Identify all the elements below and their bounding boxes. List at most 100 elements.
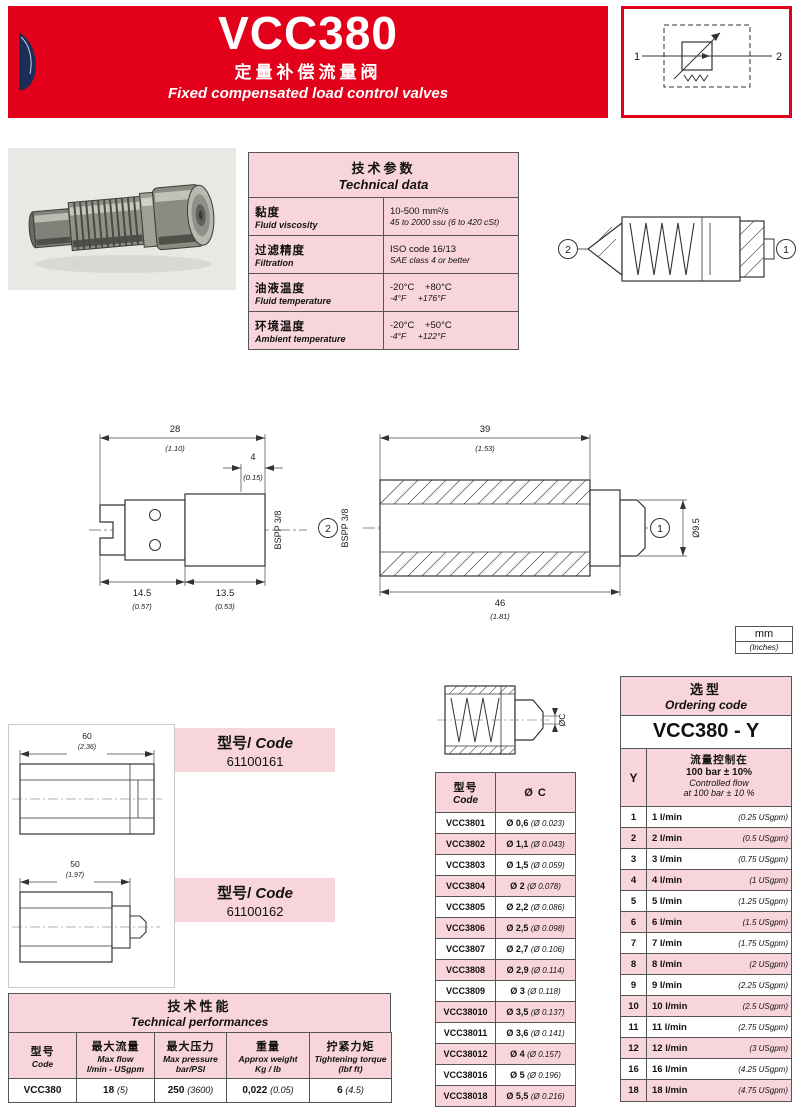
ordering-row-flow: 6 l/min: [652, 916, 683, 928]
code-box-2-number: 61100162: [226, 904, 284, 919]
technical-data-row-label: 环境温度 Ambient temperature: [248, 311, 384, 350]
ordering-row-flow: 2 l/min: [652, 832, 683, 844]
code-table-row-code: VCC38010: [435, 1001, 496, 1023]
ordering-row-usgpm: (0.25 USgpm): [738, 812, 788, 822]
ordering-row-usgpm: (2.75 USgpm): [738, 1022, 788, 1032]
code-box-1-label: 型号/ Code: [217, 735, 293, 752]
ordering-row: 16 16 l/min (4.25 USgpm): [621, 1059, 791, 1080]
code-table-row-diameter: Ø 5,5 (Ø 0.216): [495, 1085, 576, 1107]
hydraulic-symbol-box: 1 2: [621, 6, 792, 118]
dim-diameter-label: Ø9.5: [691, 518, 701, 538]
ordering-row-usgpm: (0.5 USgpm): [742, 833, 788, 843]
ordering-row: 10 10 l/min (2.5 USgpm): [621, 996, 791, 1017]
code-table-row-diameter: Ø 2 (Ø 0.078): [495, 875, 576, 897]
brand-logo: [19, 32, 36, 91]
sleeve-drawing-1: 60 (2.36): [12, 731, 162, 835]
perf-col-torque: 拧紧力矩 Tightening torque (lbf ft): [309, 1032, 392, 1079]
ordering-row-flow: 4 l/min: [652, 874, 683, 886]
ordering-row-y: 7: [621, 933, 647, 953]
sleeve1-dim-inches-label: (2.36): [78, 744, 96, 751]
dim-28-label: 28: [170, 424, 181, 435]
performances-panel: 技术性能 Technical performances 型号 Code 最大流量…: [8, 993, 392, 1103]
code-table-row-diameter: Ø 4 (Ø 0.157): [495, 1043, 576, 1065]
dim-14-5-label: 14.5: [133, 588, 152, 599]
code-table-row-diameter: Ø 3,5 (Ø 0.137): [495, 1001, 576, 1023]
ordering-code-panel: 选型 Ordering code VCC380 - Y Y 流量控制在 100 …: [620, 676, 792, 1102]
performances-title-en: Technical performances: [130, 1015, 269, 1029]
performances-title: 技术性能 Technical performances: [8, 993, 391, 1032]
technical-data-row: 环境温度 Ambient temperature -20°C +50°C -4°…: [248, 311, 519, 350]
perf-value-weight: 0,022 (0.05): [226, 1078, 310, 1103]
technical-data-title-cn: 技术参数: [351, 161, 416, 176]
code-table-row: VCC3803 Ø 1,5 (Ø 0.059): [435, 854, 576, 876]
dim-13-5-inches-label: (0.53): [215, 602, 235, 611]
code-table-row: VCC38012 Ø 4 (Ø 0.157): [435, 1043, 576, 1065]
ordering-row-flow: 3 l/min: [652, 853, 683, 865]
ordering-row-y: 8: [621, 954, 647, 974]
sleeve1-dim-label: 60: [82, 731, 92, 741]
code-table-row-code: VCC38016: [435, 1064, 496, 1086]
code-table-row-code: VCC38018: [435, 1085, 496, 1107]
code-table-row-diameter: Ø 0,6 (Ø 0.023): [495, 812, 576, 834]
ordering-row-usgpm: (4.75 USgpm): [738, 1086, 788, 1095]
sleeve2-dim-inches-label: (1.97): [66, 872, 84, 879]
ordering-row-flow: 11 l/min: [652, 1021, 687, 1033]
perf-col-code: 型号 Code: [8, 1032, 77, 1079]
code-table-row: VCC3802 Ø 1,1 (Ø 0.043): [435, 833, 576, 855]
dim-46-label: 46: [495, 598, 506, 609]
perf-value-torque: 6 (4.5): [309, 1078, 392, 1103]
dim-4-inches-label: (0.15): [243, 473, 263, 482]
dim-4-label: 4: [250, 452, 255, 462]
header-banner: VCC380 定量补偿流量阀 Fixed compensated load co…: [8, 6, 608, 118]
ordering-row-usgpm: (4.25 USgpm): [738, 1064, 788, 1074]
valve-photo-illustration: [28, 184, 215, 273]
code-table-row-code: VCC3802: [435, 833, 496, 855]
technical-data-row-value: -20°C +50°C -4°F +122°F: [383, 311, 519, 350]
dimension-drawing-cartridge: 2 BSPP 3/8 39 (1.53) 46 (1.81) 1 Ø9.5: [318, 424, 701, 621]
code-table-row-code: VCC3809: [435, 980, 496, 1002]
ordering-row-flow: 5 l/min: [652, 895, 683, 907]
ordering-row-y: 16: [621, 1059, 647, 1079]
code-table-row: VCC3809 Ø 3 (Ø 0.118): [435, 980, 576, 1002]
code-table-row: VCC3807 Ø 2,7 (Ø 0.106): [435, 938, 576, 960]
perf-value-code: VCC380: [8, 1078, 77, 1103]
ordering-row-y: 12: [621, 1038, 647, 1058]
ordering-title: 选型 Ordering code: [621, 677, 791, 716]
code-table-row-diameter: Ø 2,7 (Ø 0.106): [495, 938, 576, 960]
technical-data-table: 技术参数 Technical data 黏度 Fluid viscosity 1…: [248, 152, 519, 350]
code-table-row-diameter: Ø 2,5 (Ø 0.098): [495, 917, 576, 939]
perf-col-max-pressure: 最大压力 Max pressure bar/PSI: [154, 1032, 227, 1079]
ordering-row: 1 1 l/min (0.25 USgpm): [621, 807, 791, 828]
code-table-row-diameter: Ø 1,1 (Ø 0.043): [495, 833, 576, 855]
dim-39-label: 39: [480, 424, 491, 435]
symbol-port-2-label: 2: [776, 51, 782, 63]
ordering-row-y: 9: [621, 975, 647, 995]
code-table-row: VCC38010 Ø 3,5 (Ø 0.137): [435, 1001, 576, 1023]
ordering-row: 3 3 l/min (0.75 USgpm): [621, 849, 791, 870]
ordering-row: 12 12 l/min (3 USgpm): [621, 1038, 791, 1059]
ordering-row-flow: 9 l/min: [652, 979, 683, 991]
section-port-2-label: 2: [565, 244, 571, 256]
units-mm-label: mm: [735, 626, 793, 642]
orifice-section-drawing: ØC: [437, 685, 567, 755]
ordering-row-flow: 8 l/min: [652, 958, 683, 970]
symbol-port-1-label: 1: [634, 51, 640, 63]
perf-value-flow: 18 (5): [76, 1078, 155, 1103]
units-box: mm (Inches): [735, 626, 793, 654]
code-table-row-code: VCC38011: [435, 1022, 496, 1044]
ordering-row-usgpm: (2 USgpm): [749, 959, 788, 969]
ordering-model-code: VCC380 - Y: [621, 716, 791, 749]
ordering-row-usgpm: (1.75 USgpm): [738, 938, 788, 948]
ordering-row-usgpm: (0.75 USgpm): [738, 854, 788, 864]
code-box-61100162: 型号/ Code 61100162: [175, 878, 335, 922]
code-table-row: VCC3808 Ø 2,9 (Ø 0.114): [435, 959, 576, 981]
ordering-row: 11 11 l/min (2.75 USgpm): [621, 1017, 791, 1038]
code-table-row: VCC3806 Ø 2,5 (Ø 0.098): [435, 917, 576, 939]
technical-data-row: 过滤精度 Filtration ISO code 16/13 SAE class…: [248, 235, 519, 274]
perf-col-weight: 重量 Approx weight Kg / lb: [226, 1032, 310, 1079]
performances-title-cn: 技术性能: [167, 999, 232, 1014]
code-table-row: VCC38018 Ø 5,5 (Ø 0.216): [435, 1085, 576, 1107]
technical-data-row-label: 过滤精度 Filtration: [248, 235, 384, 274]
technical-data-row: 油液温度 Fluid temperature -20°C +80°C -4°F …: [248, 273, 519, 312]
code-table-row-code: VCC3804: [435, 875, 496, 897]
